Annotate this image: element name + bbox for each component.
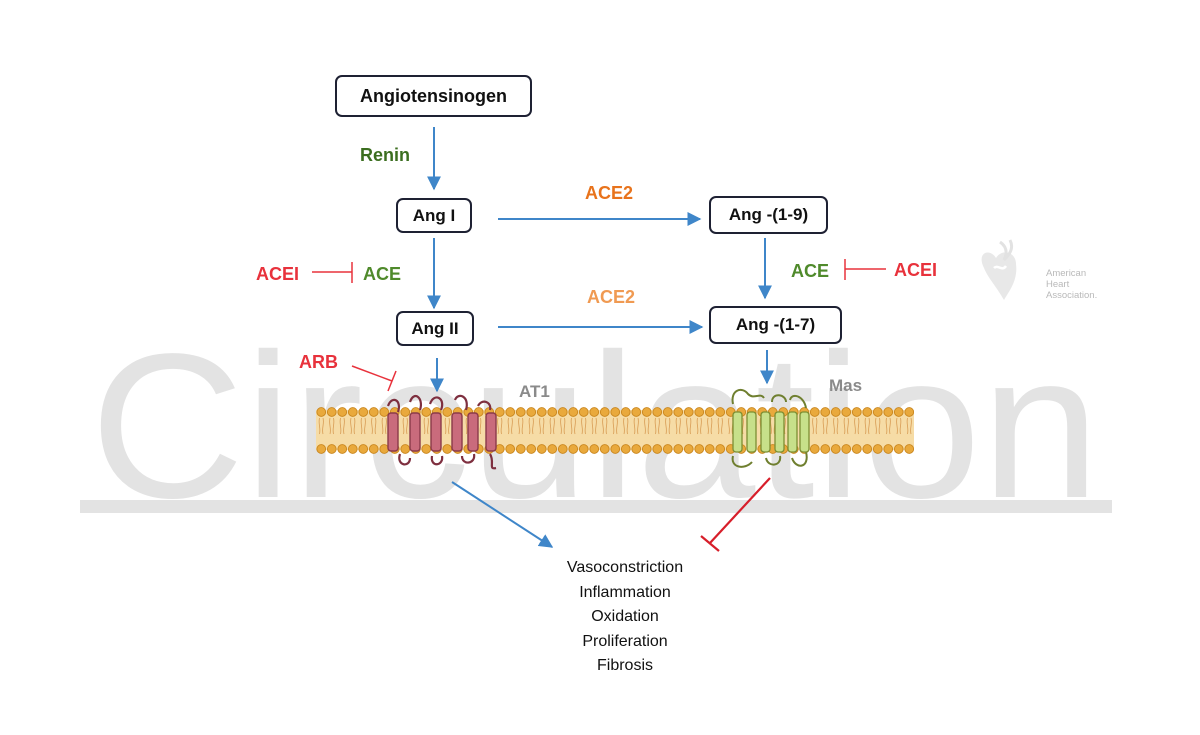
label-mas: Mas: [829, 376, 863, 395]
effects-list: Vasoconstriction Inflammation Oxidation …: [530, 556, 720, 679]
effect-item: Vasoconstriction: [566, 559, 684, 576]
label-ace2-top: ACE2: [585, 183, 634, 203]
aha-logo-line: Association.: [1046, 290, 1098, 301]
aha-logo-line: American: [1046, 268, 1087, 279]
label-renin: Renin: [360, 145, 411, 165]
inhibition-lines: [312, 259, 886, 392]
arrow-at1-to-effects: [451, 481, 554, 548]
effect-item: Oxidation: [591, 608, 659, 625]
node-ang-1-9: Ang -(1-9): [709, 196, 828, 234]
label-at1: AT1: [519, 382, 550, 401]
aha-logo-text: American Heart Association.: [1046, 268, 1097, 301]
label-acei-left: ACEI: [256, 264, 300, 284]
american-heart-association-logo-icon: [981, 239, 1017, 300]
mas-receptor-icon: [731, 388, 810, 468]
label-arb: ARB: [299, 352, 338, 372]
node-ang1: Ang I: [396, 198, 472, 233]
label-ace-right: ACE: [791, 261, 830, 281]
node-angiotensinogen: Angiotensinogen: [335, 75, 532, 117]
node-ang-1-7: Ang -(1-7): [709, 306, 842, 344]
activation-arrows: [427, 127, 774, 548]
label-acei-right: ACEI: [894, 260, 938, 280]
aha-logo-line: Heart: [1046, 279, 1070, 290]
effect-item: Proliferation: [582, 632, 668, 650]
effect-item: Inflammation: [579, 583, 671, 601]
inhibit-mas-to-effects: [700, 477, 771, 552]
effect-item: Fibrosis: [596, 657, 653, 674]
label-ace-left: ACE: [363, 264, 402, 284]
watermark-underline: [80, 500, 1112, 513]
at1-receptor-icon: [386, 394, 497, 470]
node-ang2: Ang II: [396, 311, 474, 346]
inhibit-arb-at1: [351, 365, 393, 382]
cell-membrane: [316, 406, 914, 455]
label-ace2-bottom: ACE2: [587, 287, 636, 307]
